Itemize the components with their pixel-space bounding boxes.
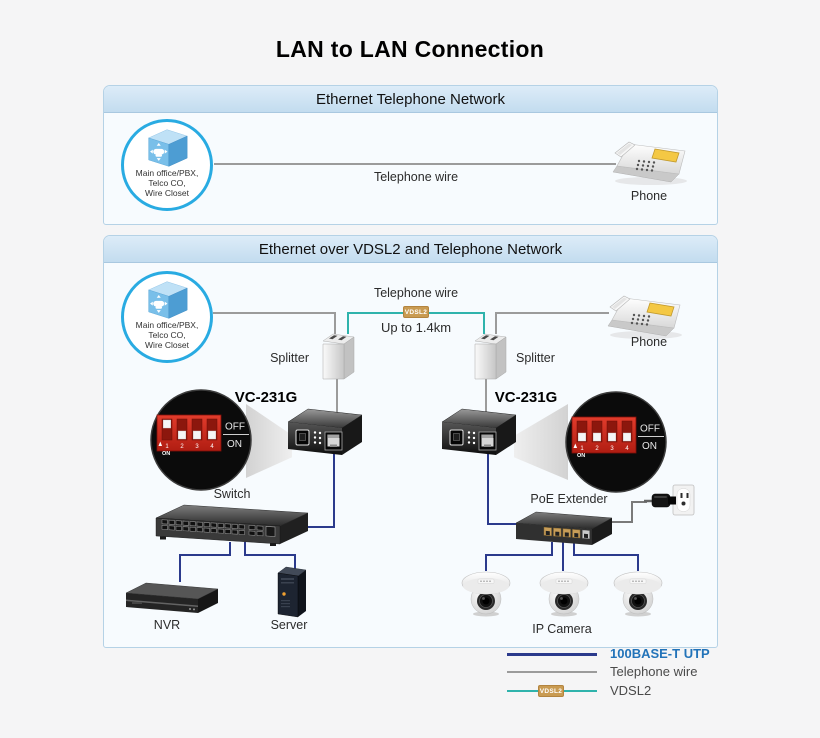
utp-wire — [487, 523, 517, 525]
phone-label: Phone — [630, 335, 668, 349]
legend-vdsl2-label: VDSL2 — [610, 683, 652, 698]
svg-text:ON: ON — [227, 439, 242, 450]
utp-wire — [485, 554, 553, 556]
svg-text:OFF: OFF — [225, 422, 245, 433]
server-label: Server — [270, 618, 308, 632]
splitter-to-vc-wire — [336, 378, 338, 413]
svg-text:2: 2 — [595, 446, 599, 452]
utp-wire — [244, 554, 296, 556]
utp-wire — [333, 454, 335, 528]
power-outlet-icon — [644, 484, 696, 518]
legend-utp-label: 100BASE-T UTP — [610, 646, 710, 661]
phone-icon — [609, 132, 693, 186]
pbx-cube-icon — [139, 278, 195, 322]
phone-icon — [604, 286, 688, 340]
svg-text:3: 3 — [610, 446, 614, 452]
magnifier-beam — [514, 404, 568, 480]
utp-wire — [244, 542, 246, 556]
vc231g-right-label: VC-231G — [494, 389, 558, 406]
legend-vdsl2-badge: VDSL2 — [538, 685, 564, 697]
legend-telephone-line — [507, 671, 597, 673]
panel1-header: Ethernet Telephone Network — [104, 86, 717, 113]
utp-wire — [562, 542, 564, 571]
page-title: LAN to LAN Connection — [275, 36, 545, 62]
utp-wire — [306, 526, 335, 528]
utp-wire — [294, 554, 296, 569]
power-cable — [631, 501, 633, 523]
svg-text:4: 4 — [625, 446, 629, 452]
power-cable — [631, 501, 647, 503]
dip-switch-callout-right: 1 2 3 4 ON OFF ON — [565, 391, 667, 493]
splitter-right-label: Splitter — [516, 351, 555, 365]
nvr-icon — [124, 580, 220, 616]
utp-wire — [551, 542, 553, 556]
legend-utp-line — [507, 653, 597, 656]
ip-camera-icon — [460, 570, 512, 618]
dip-switch-callout-left: 1 2 3 4 ON OFF ON — [150, 389, 252, 491]
svg-text:4: 4 — [210, 444, 214, 450]
ip-camera-icon — [612, 570, 664, 618]
pbx-cube-icon — [139, 126, 195, 170]
legend-telephone-label: Telephone wire — [610, 664, 698, 679]
svg-text:ON: ON — [577, 453, 585, 459]
utp-wire — [573, 554, 639, 556]
svg-text:OFF: OFF — [640, 424, 660, 435]
utp-wire — [485, 554, 487, 571]
distance-label: Up to 1.4km — [380, 320, 452, 335]
vc231g-right-icon — [438, 404, 518, 458]
telephone-wire — [495, 312, 497, 334]
panel2-header: Ethernet over VDSL2 and Telephone Networ… — [104, 236, 717, 263]
vdsl2-wire — [347, 312, 349, 334]
svg-text:3: 3 — [195, 444, 199, 450]
utp-wire — [229, 542, 231, 556]
vdsl2-badge: VDSL2 — [403, 306, 429, 318]
telephone-wire — [213, 312, 336, 314]
pbx-node: Main office/PBX,Telco CO,Wire Closet — [121, 271, 213, 363]
splitter-left-icon — [316, 330, 360, 382]
telephone-wire — [495, 312, 609, 314]
nvr-label: NVR — [153, 618, 181, 632]
svg-text:2: 2 — [180, 444, 184, 450]
splitter-left-label: Splitter — [270, 351, 309, 365]
vc231g-left-label: VC-231G — [234, 389, 298, 406]
utp-wire — [487, 454, 489, 525]
splitter-right-icon — [468, 330, 512, 382]
telephone-wire-label: Telephone wire — [373, 286, 459, 300]
server-icon — [272, 564, 312, 620]
panel-ethernet-telephone-network: Ethernet Telephone Network Main office/P… — [103, 85, 718, 225]
svg-text:1: 1 — [165, 444, 169, 450]
telephone-wire-label: Telephone wire — [373, 170, 459, 184]
vdsl2-wire — [483, 312, 485, 334]
phone-label: Phone — [630, 189, 668, 203]
pbx-label: Main office/PBX,Telco CO,Wire Closet — [135, 320, 199, 350]
splitter-to-vc-wire — [485, 378, 487, 413]
switch-label: Switch — [213, 487, 251, 501]
utp-wire — [637, 554, 639, 571]
telephone-wire — [334, 312, 336, 334]
svg-text:ON: ON — [642, 441, 657, 452]
utp-wire — [179, 554, 231, 556]
switch-icon — [154, 502, 310, 550]
utp-wire — [573, 542, 575, 556]
vc231g-left-icon — [284, 404, 364, 458]
telephone-wire — [214, 163, 616, 165]
pbx-node: Main office/PBX,Telco CO,Wire Closet — [121, 119, 213, 211]
power-cable — [609, 521, 633, 523]
ip-camera-label: IP Camera — [532, 622, 592, 636]
poe-extender-label: PoE Extender — [530, 492, 608, 506]
svg-text:ON: ON — [162, 451, 170, 457]
svg-text:1: 1 — [580, 446, 584, 452]
pbx-label: Main office/PBX,Telco CO,Wire Closet — [135, 168, 199, 198]
ip-camera-icon — [538, 570, 590, 618]
panel-ethernet-over-vdsl2: Ethernet over VDSL2 and Telephone Networ… — [103, 235, 718, 648]
utp-wire — [179, 554, 181, 582]
poe-extender-icon — [514, 510, 614, 548]
